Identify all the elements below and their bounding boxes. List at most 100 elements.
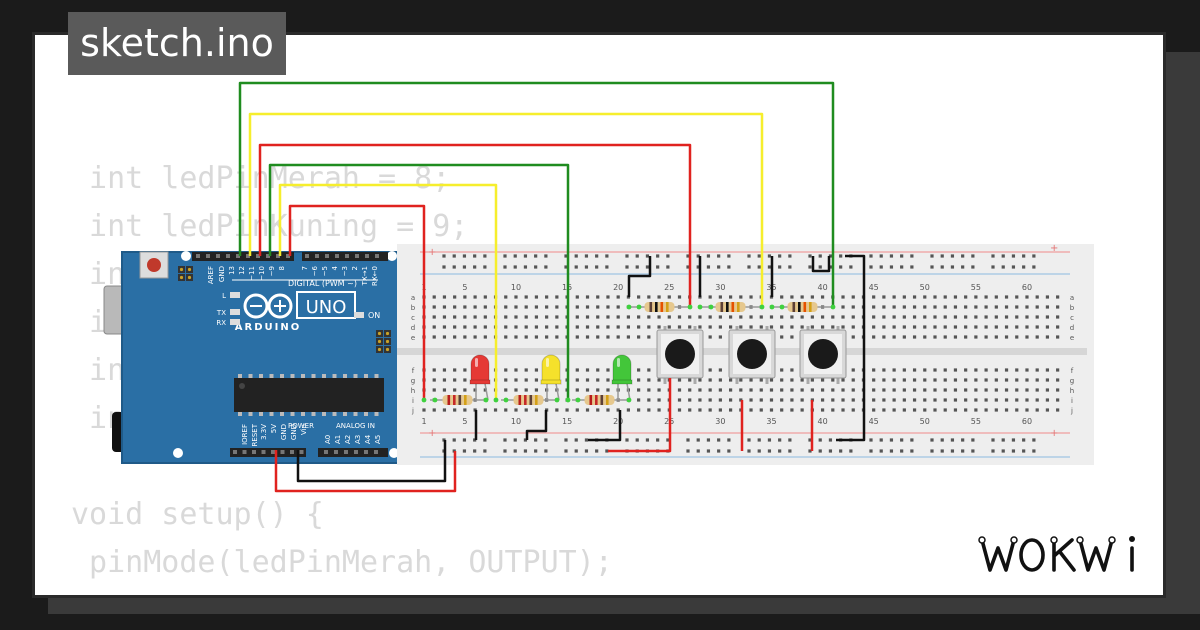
wire[interactable] — [268, 163, 570, 400]
breadboard-column-label: 45 — [869, 417, 879, 426]
connection-dot — [565, 397, 571, 403]
arduino-model: UNO — [306, 297, 347, 318]
rail-plus-label: + — [428, 247, 436, 258]
power-pin-label: 5V — [270, 424, 278, 433]
connection-dot — [830, 304, 836, 310]
rail-plus-label: + — [428, 428, 436, 439]
pushbutton[interactable] — [799, 326, 847, 384]
wire[interactable] — [627, 256, 652, 297]
breadboard-row-label: c — [411, 314, 415, 322]
analog-header — [318, 448, 388, 457]
mounting-hole — [387, 251, 397, 261]
digital-pin-label: 8 — [278, 266, 286, 270]
wire[interactable] — [288, 204, 426, 400]
led-green[interactable] — [611, 354, 633, 401]
rail-plus-label: + — [1050, 428, 1058, 439]
breadboard-column-label: 10 — [511, 417, 521, 426]
wire[interactable] — [836, 254, 866, 442]
digital-header-left — [192, 252, 294, 261]
breadboard-rail-holes — [442, 254, 1036, 453]
digital-pin-label: 4 — [331, 265, 339, 270]
wire[interactable] — [811, 256, 831, 273]
digital-pin-label: GND — [218, 266, 226, 282]
microcontroller-chip — [234, 378, 384, 412]
breadboard-row-label: b — [1070, 304, 1075, 312]
connection-dot — [493, 397, 499, 403]
digital-pin-label: TX→1 — [361, 266, 369, 286]
breadboard-row-label: e — [1070, 334, 1074, 342]
digital-pin-label: ~5 — [321, 266, 329, 276]
wokwi-logo[interactable] — [976, 528, 1152, 578]
wire[interactable] — [238, 81, 835, 307]
connection-dot — [626, 397, 632, 403]
wire[interactable] — [278, 183, 498, 400]
connection-dot — [636, 304, 642, 310]
power-pin-label: GND — [290, 424, 298, 440]
board-led-label: TX — [216, 309, 226, 317]
digital-pin-label: RX←0 — [371, 266, 379, 286]
wire[interactable] — [608, 378, 672, 453]
wire[interactable] — [274, 450, 457, 493]
breadboard-column-label: 40 — [817, 283, 827, 292]
digital-pin-label: ~10 — [258, 266, 266, 281]
wire[interactable] — [588, 410, 622, 442]
icsp-header — [376, 330, 391, 353]
arduino-logo-text: ARDUINO — [235, 322, 301, 333]
connection-dot — [554, 397, 560, 403]
breadboard-column-label: 25 — [664, 283, 674, 292]
breadboard-row-label: a — [411, 294, 415, 302]
power-header — [230, 448, 306, 457]
connection-dot — [708, 304, 714, 310]
breadboard-row-label: h — [1070, 387, 1074, 395]
power-header-label: POWER — [288, 422, 314, 430]
arduino-logo-icon — [243, 293, 293, 319]
digital-pin-label: ~6 — [311, 265, 319, 276]
connection-dot — [626, 304, 632, 310]
pushbutton[interactable] — [656, 326, 704, 384]
breadboard-row-label: f — [1071, 367, 1074, 375]
wire[interactable] — [525, 410, 548, 440]
breadboard-column-label: 20 — [613, 283, 623, 292]
breadboard-row-label: g — [411, 377, 415, 385]
mounting-hole — [389, 448, 399, 458]
rail-plus-label: + — [1050, 243, 1058, 254]
wire[interactable] — [248, 112, 764, 307]
analog-pin-label: A4 — [364, 434, 372, 444]
digital-pin-label: ~3 — [341, 266, 349, 276]
icsp-header — [178, 266, 193, 281]
analog-header-label: ANALOG IN — [336, 422, 375, 430]
pushbutton[interactable] — [728, 326, 776, 384]
wire[interactable] — [296, 440, 447, 483]
on-led — [354, 312, 364, 318]
window-title[interactable]: sketch.ino — [68, 12, 286, 75]
breadboard-row-label: e — [411, 334, 415, 342]
resistor[interactable] — [572, 395, 627, 405]
analog-pin-label: A0 — [324, 435, 332, 444]
mounting-hole — [181, 251, 191, 261]
led-red[interactable] — [469, 354, 491, 401]
mounting-hole — [173, 448, 183, 458]
breadboard-column-label: 30 — [715, 417, 725, 426]
breadboard-column-label: 35 — [766, 417, 776, 426]
connection-dot — [483, 397, 489, 403]
wire[interactable] — [258, 143, 692, 307]
digital-pin-label: 13 — [228, 266, 236, 275]
power-pin-label: 3.3V — [260, 424, 268, 440]
code-line: pinMode(ledPinMerah, OUTPUT); — [71, 545, 613, 580]
breadboard-column-label: 60 — [1022, 417, 1032, 426]
breadboard-column-label: 55 — [971, 283, 981, 292]
breadboard-row-label: a — [1070, 294, 1074, 302]
power-pin-label: RESET — [251, 423, 259, 446]
breadboard-column-label: 60 — [1022, 283, 1032, 292]
breadboard-row-label: i — [1071, 397, 1073, 405]
analog-pin-label: A2 — [344, 435, 352, 444]
analog-pin-label: A1 — [334, 435, 342, 444]
breadboard-column-label: 30 — [715, 283, 725, 292]
breadboard-column-label: 1 — [421, 417, 426, 426]
connection-dot — [432, 397, 438, 403]
led-yellow[interactable] — [540, 354, 562, 401]
resistor[interactable] — [629, 302, 690, 312]
breadboard-row-label: b — [411, 304, 416, 312]
